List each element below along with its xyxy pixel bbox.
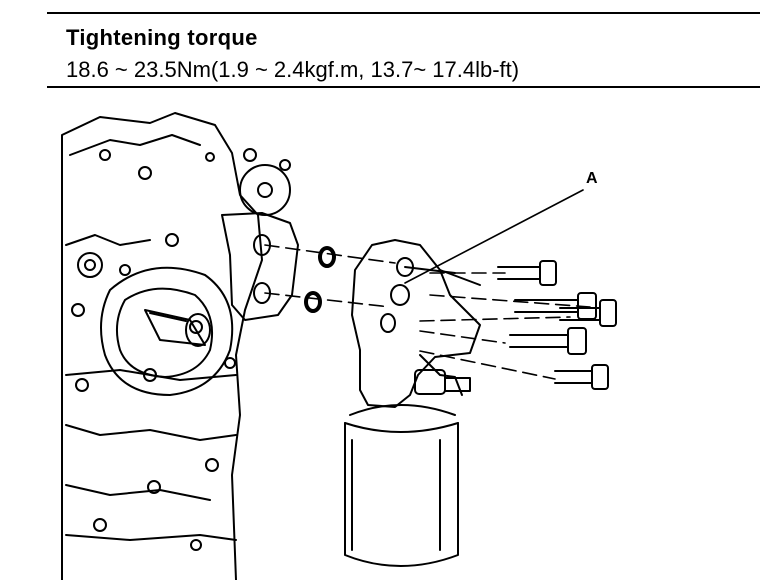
pump-shaft	[144, 309, 211, 347]
oil-filter-bracket	[351, 239, 481, 408]
torque-spec-box: Tightening torque 18.6 ~ 23.5Nm(1.9 ~ 2.…	[47, 12, 760, 88]
bolts	[497, 260, 617, 390]
engine-block	[61, 112, 263, 580]
oil-filter	[344, 404, 459, 567]
oil-filter-bracket-diagram: A	[61, 112, 617, 580]
callout-leader	[404, 189, 584, 284]
callout-label-a: A	[586, 170, 598, 187]
sprocket	[239, 148, 291, 216]
spec-value: 18.6 ~ 23.5Nm(1.9 ~ 2.4kgf.m, 13.7~ 17.4…	[66, 57, 520, 82]
o-rings	[304, 246, 336, 313]
spec-title: Tightening torque	[66, 25, 258, 50]
assembly-lines	[264, 244, 591, 380]
